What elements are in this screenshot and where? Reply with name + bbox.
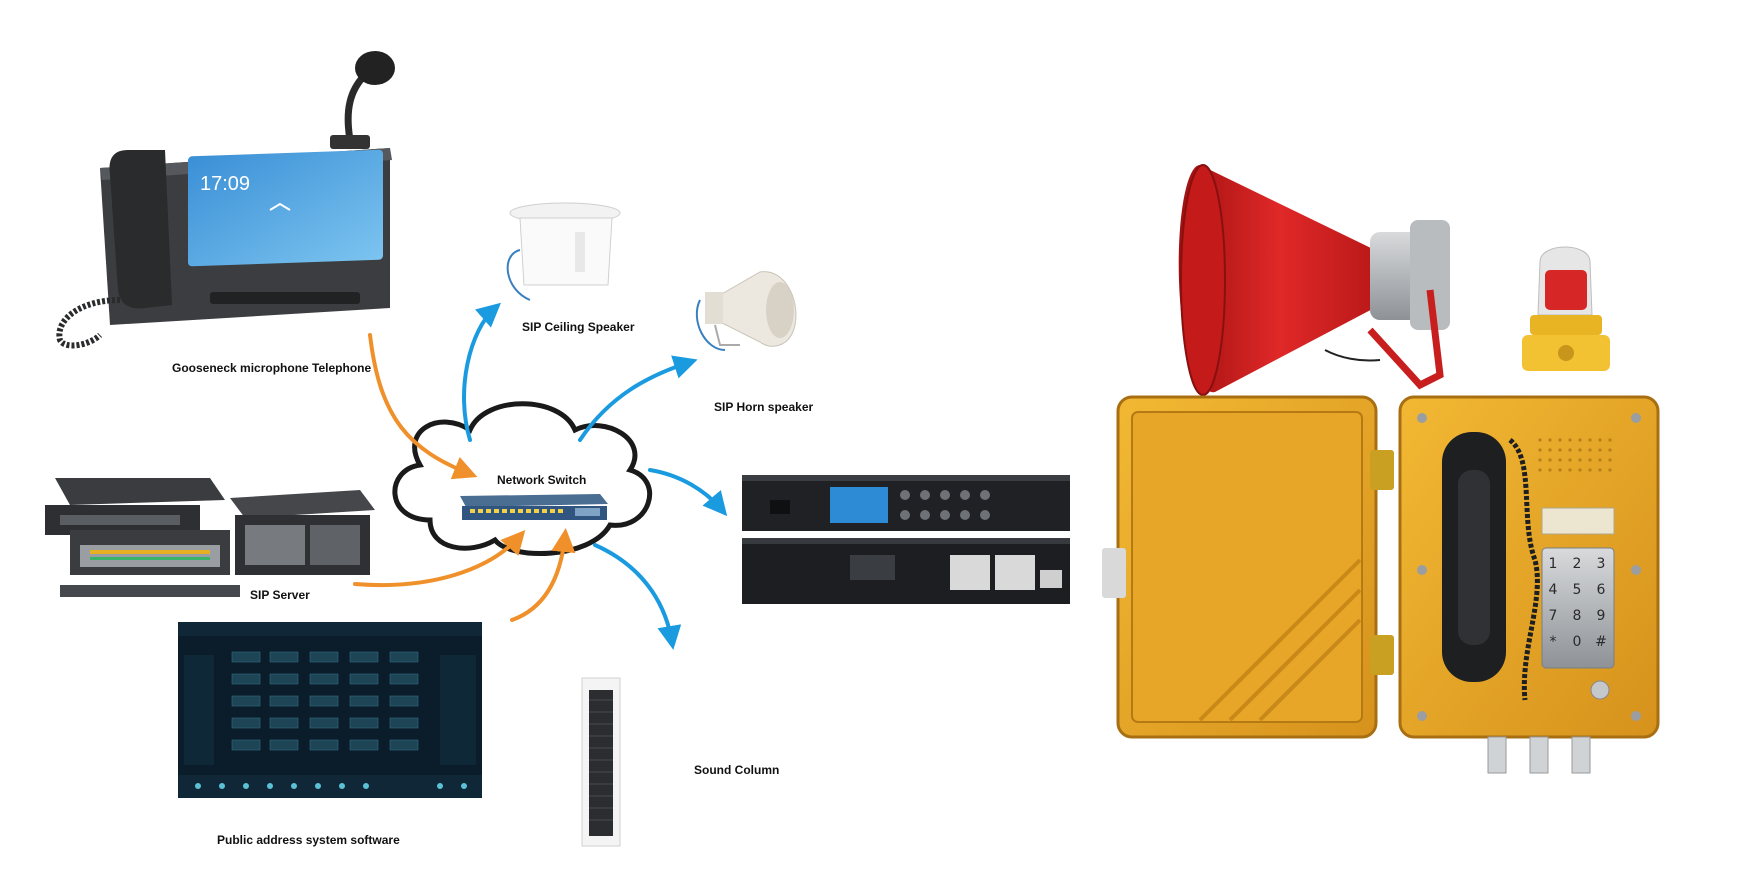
arrow-switch-to-horn: [578, 355, 698, 442]
label-sip-server: SIP Server: [250, 588, 310, 602]
orange-arrows: [353, 333, 576, 622]
label-sip-ceiling-speaker: SIP Ceiling Speaker: [522, 320, 635, 334]
arrow-switch-to-column: [593, 543, 682, 650]
keypad-key: 0: [1573, 634, 1582, 650]
keypad-key: 3: [1597, 556, 1606, 572]
arrow-server-to-switch: [353, 530, 526, 588]
keypad-key: 2: [1573, 556, 1582, 572]
arrow-software-to-switch: [510, 528, 576, 622]
beacon-light: [1522, 246, 1610, 371]
keypad-key: 7: [1549, 608, 1558, 624]
keypad-key: 9: [1597, 608, 1606, 624]
blue-arrows: [462, 302, 728, 650]
red-horn-speaker: [1178, 164, 1450, 396]
sip-server: [45, 478, 375, 597]
phone-clock: 17:09: [200, 173, 250, 195]
arrow-switch-to-amplifier: [648, 468, 728, 517]
pa-software-screenshot: [178, 622, 482, 798]
keypad-key: 8: [1573, 608, 1582, 624]
network-switch: [460, 494, 608, 520]
arrow-gooseneck-to-switch: [368, 333, 478, 480]
label-network-switch: Network Switch: [497, 473, 587, 487]
sip-horn-speaker: [695, 271, 797, 351]
label-pa-software: Public address system software: [217, 833, 400, 847]
keypad-key: #: [1595, 634, 1607, 650]
keypad-key: 1: [1549, 556, 1558, 572]
arrow-switch-to-ceiling: [462, 302, 502, 442]
sip-ceiling-speaker: [506, 202, 621, 301]
label-sound-column: Sound Column: [694, 763, 780, 777]
ip-audio-amplifier: [742, 475, 1070, 604]
keypad-key: 5: [1573, 582, 1582, 598]
keypad-key: 6: [1597, 582, 1606, 598]
keypad-key: 4: [1549, 582, 1558, 598]
label-sip-horn-speaker: SIP Horn speaker: [714, 400, 814, 414]
keypad-key: *: [1550, 634, 1557, 650]
gooseneck-telephone: 17:09: [56, 51, 395, 349]
label-gooseneck-telephone: Gooseneck microphone Telephone: [172, 361, 372, 375]
sound-column: [581, 677, 621, 847]
